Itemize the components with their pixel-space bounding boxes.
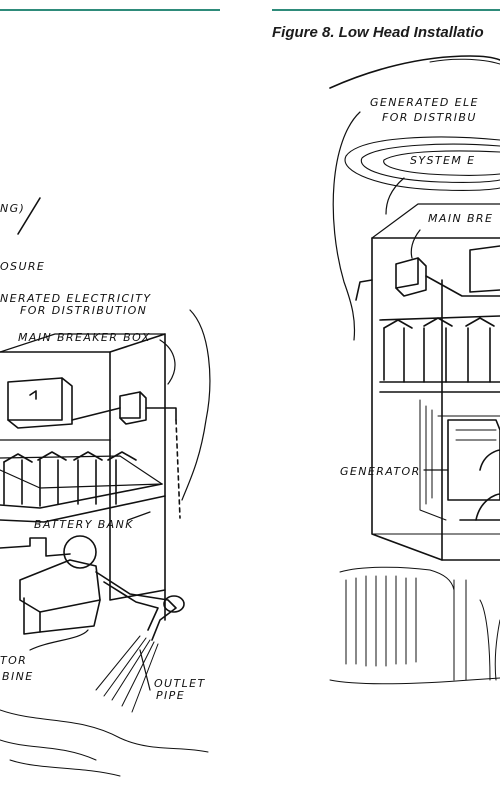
right-reservoir xyxy=(344,136,500,191)
right-label-generated-1: GENERATED ELE xyxy=(370,96,479,109)
left-battery-bank xyxy=(0,451,166,523)
top-rule-left xyxy=(0,9,220,11)
right-leader-arc xyxy=(332,111,361,341)
left-label-outlet-2: PIPE xyxy=(156,689,185,702)
right-enclosure-box xyxy=(371,203,500,561)
right-label-generated-2: FOR DISTRIBU xyxy=(382,111,477,124)
left-label-generator-partial: TOR xyxy=(0,654,27,667)
right-label-main-breaker: MAIN BRE xyxy=(428,212,493,225)
left-inverter-box xyxy=(7,377,73,429)
right-label-generator: GENERATOR xyxy=(340,465,421,478)
left-main-breaker-box xyxy=(71,391,181,519)
left-label-generated-1: NERATED ELECTRICITY xyxy=(0,292,151,305)
top-rule-right xyxy=(272,9,500,11)
right-wiring xyxy=(419,399,500,521)
left-enclosure-box xyxy=(0,333,166,621)
right-generator xyxy=(447,419,500,521)
right-main-breaker-box xyxy=(469,245,500,293)
left-leader-lines xyxy=(127,309,211,691)
caption-container: Figure 8. Low Head Installatio xyxy=(272,20,500,44)
left-pointer-line xyxy=(17,197,41,235)
left-label-enclosure: OSURE xyxy=(0,260,45,273)
right-label-system: SYSTEM E xyxy=(410,154,476,167)
left-label-generated-2: FOR DISTRIBUTION xyxy=(20,304,147,317)
right-ground-hatching xyxy=(329,566,500,685)
left-label-turbine-partial: BINE xyxy=(2,670,34,683)
right-diagram xyxy=(329,55,500,685)
left-label-main-breaker: MAIN BREAKER BOX xyxy=(18,331,151,344)
right-hill-outline xyxy=(329,55,500,89)
left-outlet-water xyxy=(0,635,209,777)
left-label-battery-bank: BATTERY BANK xyxy=(34,518,134,531)
left-label-partial-top: NG) xyxy=(0,202,25,215)
right-breaker-box xyxy=(355,257,500,301)
left-diagram xyxy=(0,197,211,777)
left-label-outlet-1: OUTLET xyxy=(154,677,206,690)
left-turbine-assembly xyxy=(0,535,185,641)
figure-caption: Figure 8. Low Head Installatio xyxy=(272,24,484,41)
right-battery-bank xyxy=(379,315,500,393)
